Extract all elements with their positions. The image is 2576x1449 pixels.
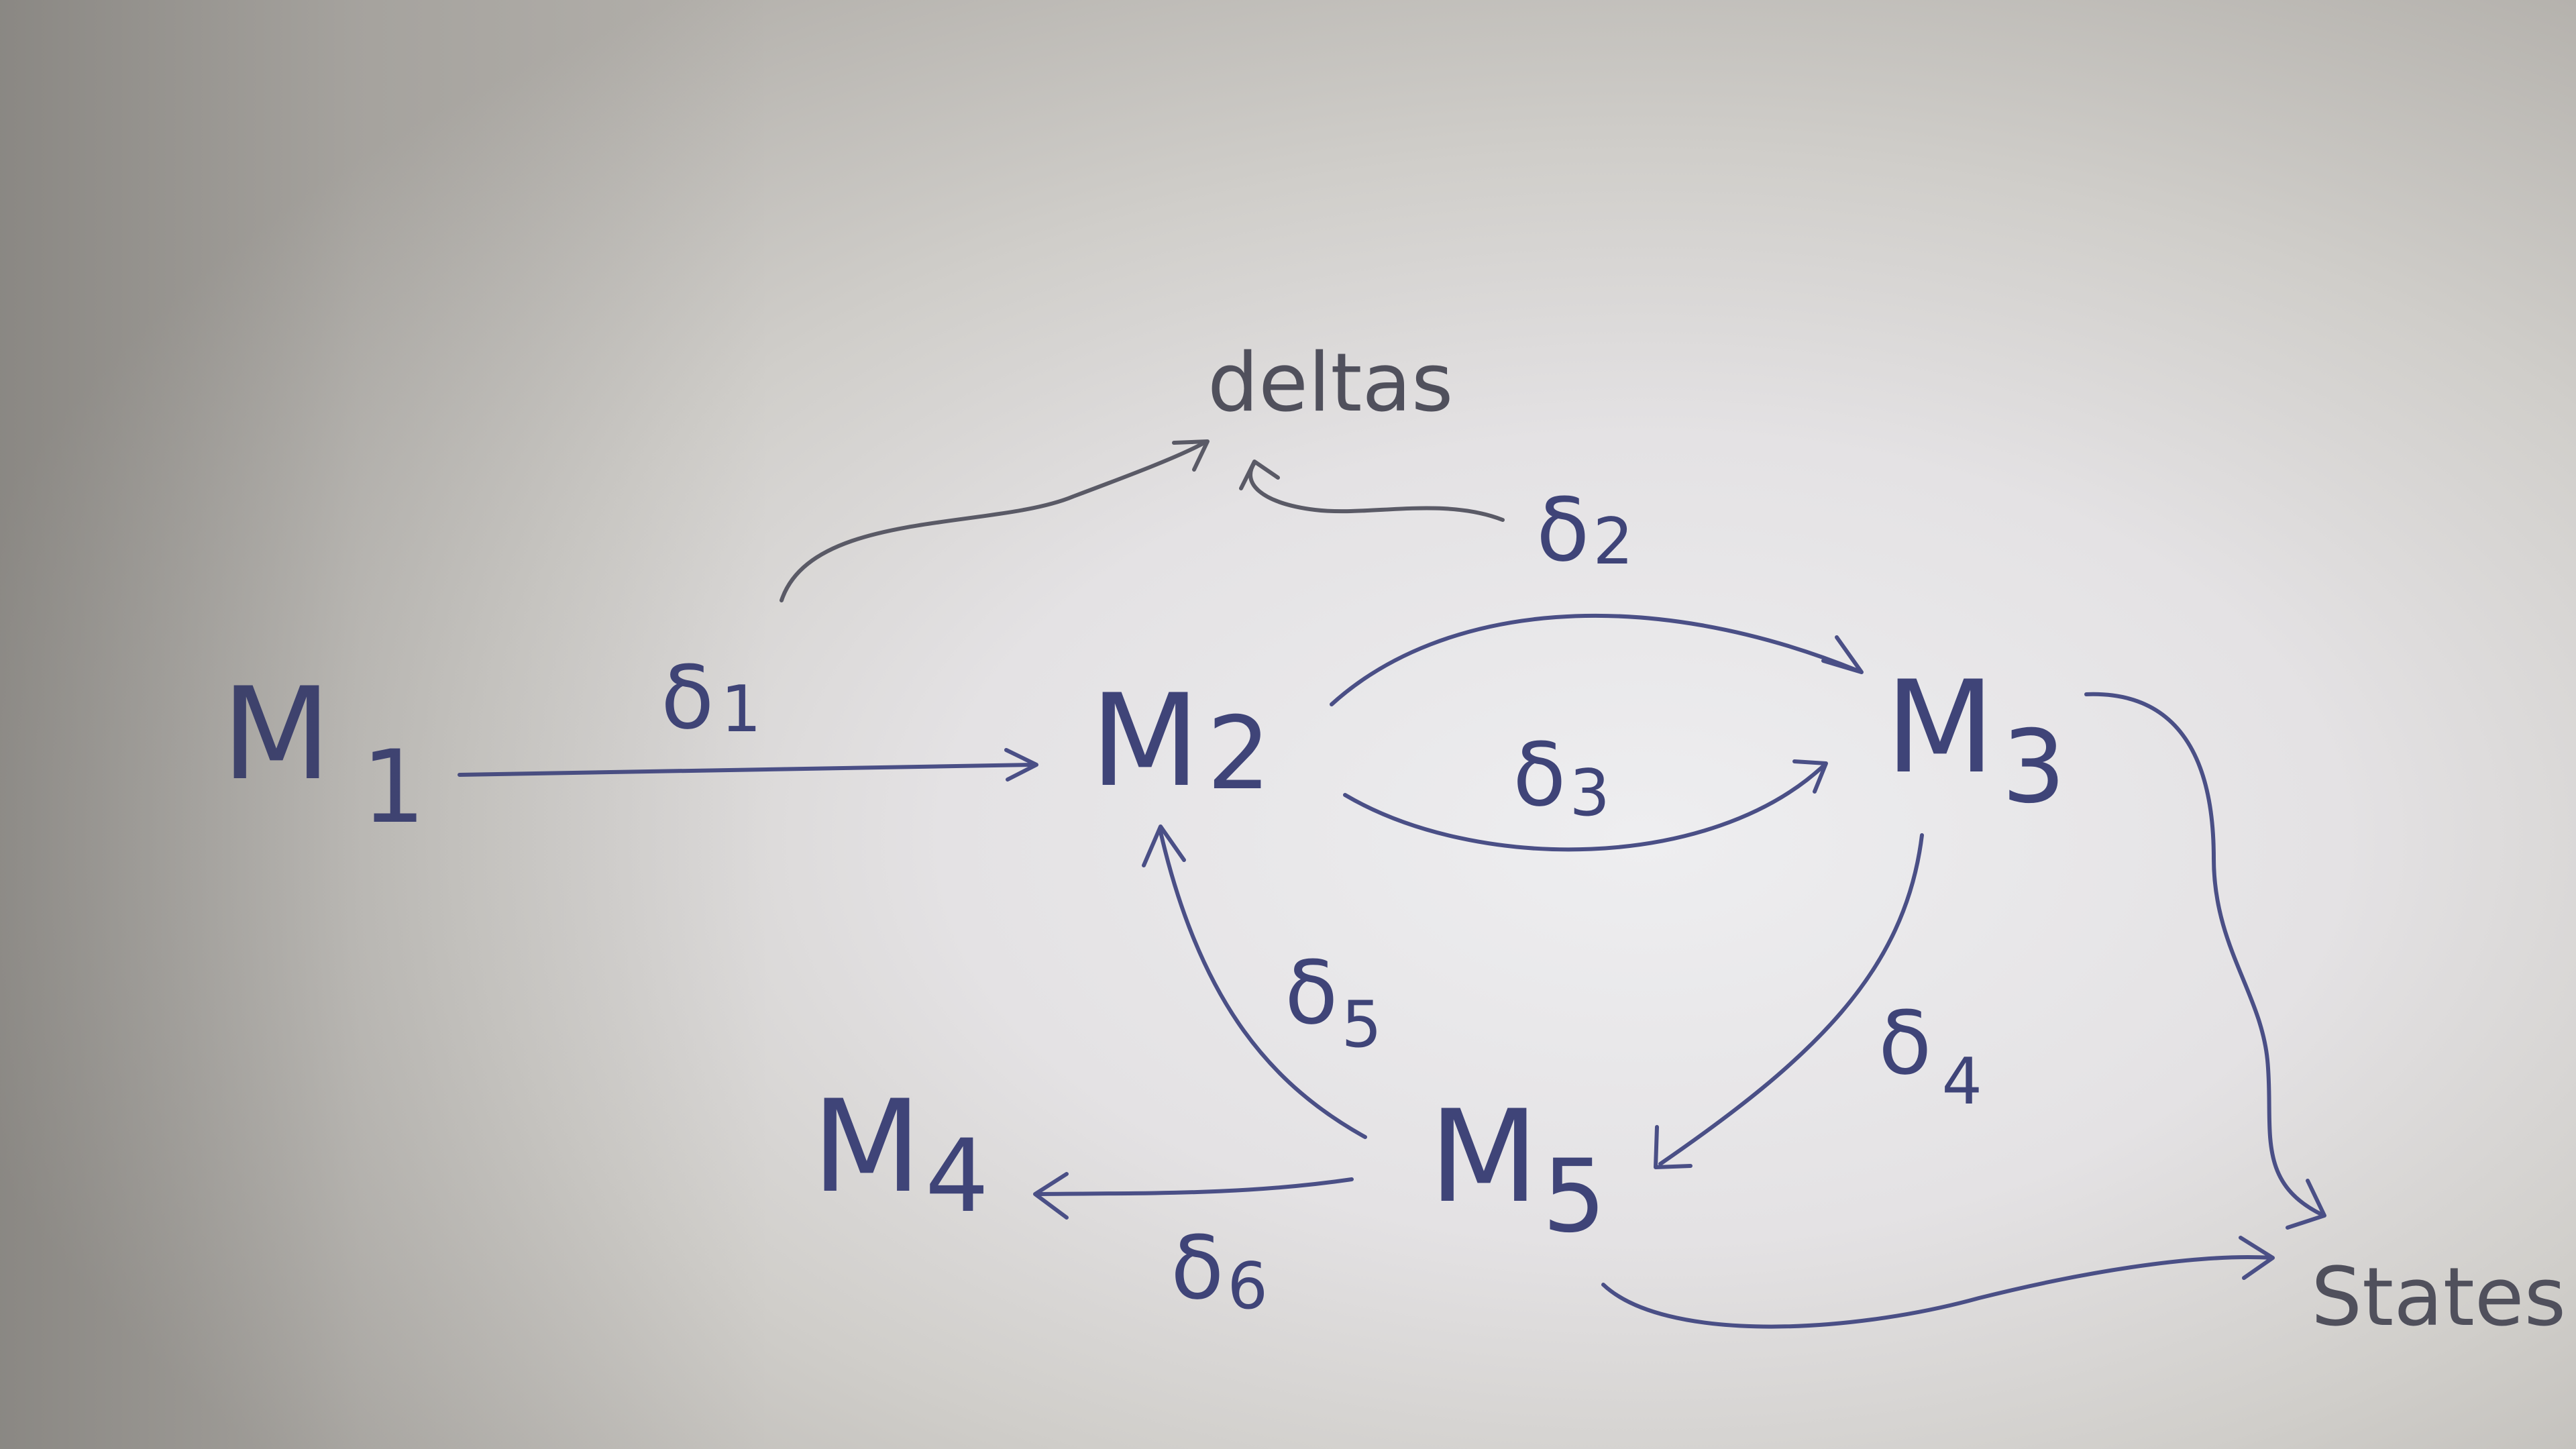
states-label: States — [2311, 1251, 2566, 1344]
arrow-d1-to-deltas — [780, 439, 1210, 602]
node-m5: M5 — [1429, 1083, 1606, 1255]
deltas-label: deltas — [1208, 337, 1453, 430]
edge-label-d5: δ5 — [1285, 942, 1382, 1062]
node-m4: M4 — [812, 1073, 989, 1235]
arrow-m3-states — [2084, 692, 2326, 1230]
node-m3: M3 — [1885, 653, 2065, 826]
edge-label-d6: δ6 — [1171, 1217, 1268, 1324]
edge-label-d2: δ2 — [1536, 479, 1633, 581]
node-m2: M2 — [1090, 667, 1271, 815]
arrow-m3-m5 — [1654, 833, 1924, 1169]
arrow-d2-to-deltas — [1239, 460, 1505, 522]
arrow-m2-m3-lower — [1343, 759, 1828, 852]
arrow-m2-m3-upper — [1330, 613, 1864, 706]
arrow-m1-m2 — [458, 748, 1038, 782]
arrow-m5-states — [1601, 1236, 2275, 1329]
arrow-m5-m4 — [1033, 1172, 1354, 1220]
edge-label-d3: δ3 — [1513, 724, 1610, 830]
arrow-m5-m2 — [1142, 824, 1367, 1139]
